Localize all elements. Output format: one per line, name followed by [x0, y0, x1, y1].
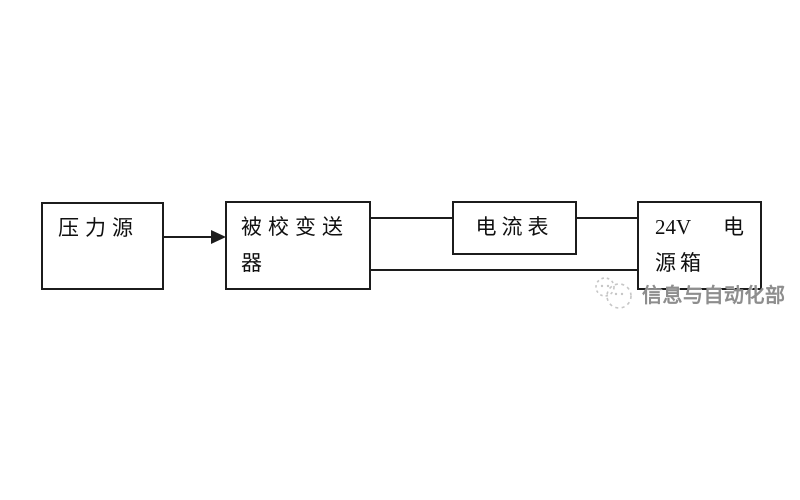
wire-transmitter-to-power: [370, 269, 637, 271]
power-label-line2: 源箱: [655, 251, 705, 275]
power-label-line1: 24V 电: [655, 209, 744, 245]
wire-transmitter-to-ammeter: [370, 217, 452, 219]
ammeter-label: 电流表: [475, 215, 554, 239]
arrow-head-icon: [211, 230, 226, 244]
power-label-dian: 电: [723, 215, 744, 239]
box-transmitter-under-calibration: 被校变送 器: [225, 201, 371, 290]
watermark-logo-icon: [595, 277, 632, 309]
pressure-source-label: 压力源: [58, 216, 139, 240]
wire-ammeter-to-power: [575, 217, 637, 219]
transmitter-label-line1: 被校变送: [241, 215, 349, 239]
box-pressure-source: 压力源: [41, 202, 164, 290]
transmitter-label-line2: 器: [241, 251, 262, 275]
box-24v-power-supply: 24V 电 源箱: [637, 201, 762, 290]
power-label-24v: 24V: [655, 215, 692, 239]
arrow-line: [162, 236, 212, 238]
box-ammeter: 电流表: [452, 201, 577, 255]
